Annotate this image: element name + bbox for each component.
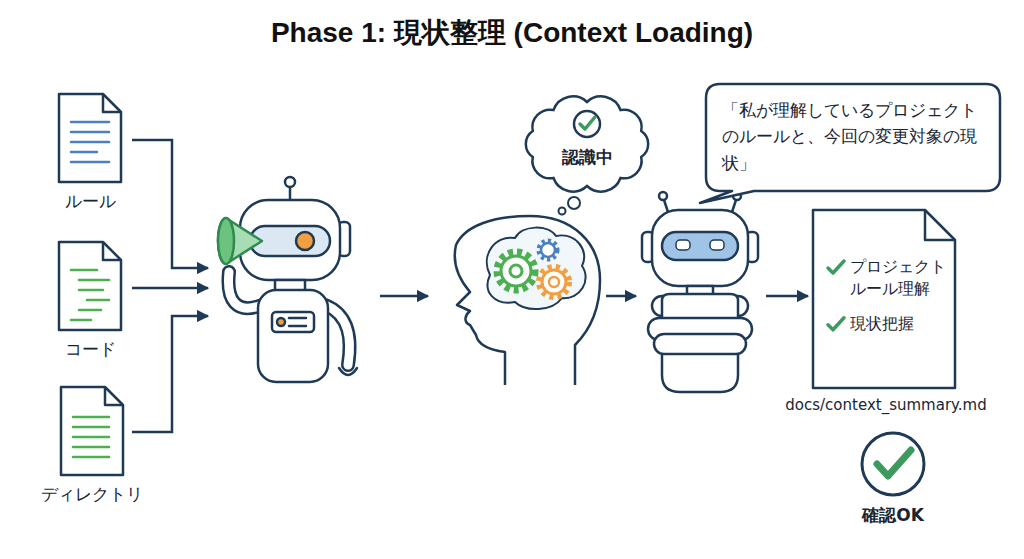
document-icon: [768, 208, 1004, 392]
chest-panel: [272, 312, 314, 332]
robot-eye: [710, 240, 724, 250]
antenna: [664, 200, 668, 212]
document-fold: [105, 387, 123, 405]
robot-head: [652, 210, 748, 286]
document-outline: [59, 242, 121, 330]
thought-dot: [559, 208, 566, 215]
text-line: [71, 161, 109, 164]
scanning-robot: [218, 177, 357, 382]
directory-document: ディレクトリ: [30, 385, 154, 506]
flow-arrow: [606, 295, 636, 298]
text-line: [73, 436, 109, 439]
robot-eye: [676, 240, 690, 250]
speech-outline: [700, 84, 1000, 203]
check-mark: [580, 117, 595, 129]
document-fold: [103, 242, 121, 260]
robot-arm: [228, 272, 262, 308]
document-fold: [103, 94, 121, 112]
document-label: コード: [40, 338, 140, 361]
gear-blue: [539, 241, 557, 259]
panel-line: [289, 317, 306, 320]
document-label: ディレクトリ: [30, 483, 154, 506]
scan-lens: [218, 218, 234, 264]
flow-arrow: [132, 140, 208, 268]
code-document: コード: [40, 240, 140, 361]
robot-arm-fill: [228, 272, 262, 308]
checklist-item: プロジェクトルール理解: [850, 256, 950, 301]
flow-arrow: [132, 316, 208, 432]
text-line: [73, 446, 109, 449]
thought-dot: [568, 197, 580, 209]
antenna-tip: [285, 177, 295, 187]
confirm-badge: 確認OK: [843, 428, 943, 527]
checklist-item: 現状把握: [850, 313, 950, 335]
gear-orange: [539, 267, 569, 297]
robot-eye: [296, 232, 314, 250]
flow-arrow: [132, 287, 208, 290]
thought-bubble: 認識中: [522, 92, 652, 192]
check-circle: [574, 111, 600, 137]
robot-visor: [662, 232, 738, 260]
speech-text: 「私が理解しているプロジェクトのルールと、今回の変更対象の現状」: [722, 97, 984, 176]
flow-arrow: [380, 295, 428, 298]
check-mark: [828, 318, 844, 330]
robot-claw: [339, 368, 357, 375]
antenna-tip: [659, 192, 667, 200]
document-icon: [59, 385, 125, 477]
text-line: [73, 426, 109, 429]
chest-light: [277, 318, 285, 326]
crossed-arm: [654, 334, 746, 354]
rules-document: ルール: [40, 92, 140, 213]
check-mark: [828, 261, 844, 273]
scan-beam: [218, 218, 262, 264]
title: Phase 1: 現状整理 (Context Loading): [0, 14, 1024, 52]
summary-document: プロジェクトルール理解現状把握 docs/context_summary.md: [768, 208, 1004, 414]
check-mark: [877, 450, 911, 476]
head-outline: [455, 216, 600, 385]
check-badge: [843, 428, 943, 500]
text-line: [71, 131, 109, 134]
text-line: [79, 309, 101, 312]
confirm-label: 確認OK: [843, 504, 943, 527]
document-outline: [813, 210, 955, 388]
document-icon: [57, 92, 123, 184]
file-name: docs/context_summary.md: [768, 396, 1004, 414]
text-line: [79, 289, 103, 292]
robot-body: [258, 290, 328, 382]
antenna: [289, 187, 292, 200]
document-label: ルール: [40, 190, 140, 213]
answering-robot: [642, 192, 758, 392]
text-line: [71, 121, 109, 124]
text-line: [73, 416, 109, 419]
text-line: [79, 279, 109, 282]
status-text: 認識中: [522, 146, 652, 169]
text-line: [87, 299, 109, 302]
document-outline: [61, 387, 123, 475]
cloud-shape: [522, 92, 652, 192]
panel-line: [289, 325, 306, 328]
text-line: [71, 269, 97, 272]
antenna: [732, 200, 736, 212]
document-icon: [57, 240, 123, 332]
document-outline: [59, 94, 121, 182]
gear-green: [497, 252, 535, 290]
text-line: [71, 151, 97, 154]
flow-arrow: [766, 295, 808, 298]
text-line: [71, 319, 91, 322]
text-line: [73, 456, 109, 459]
brain: [487, 228, 586, 309]
thinking-head: [455, 197, 600, 385]
check-circle: [862, 433, 924, 495]
text-line: [71, 141, 109, 144]
speech-bubble: 「私が理解しているプロジェクトのルールと、今回の変更対象の現状」: [706, 84, 1000, 191]
cloud-outline: [526, 96, 648, 191]
document-fold: [925, 210, 955, 240]
